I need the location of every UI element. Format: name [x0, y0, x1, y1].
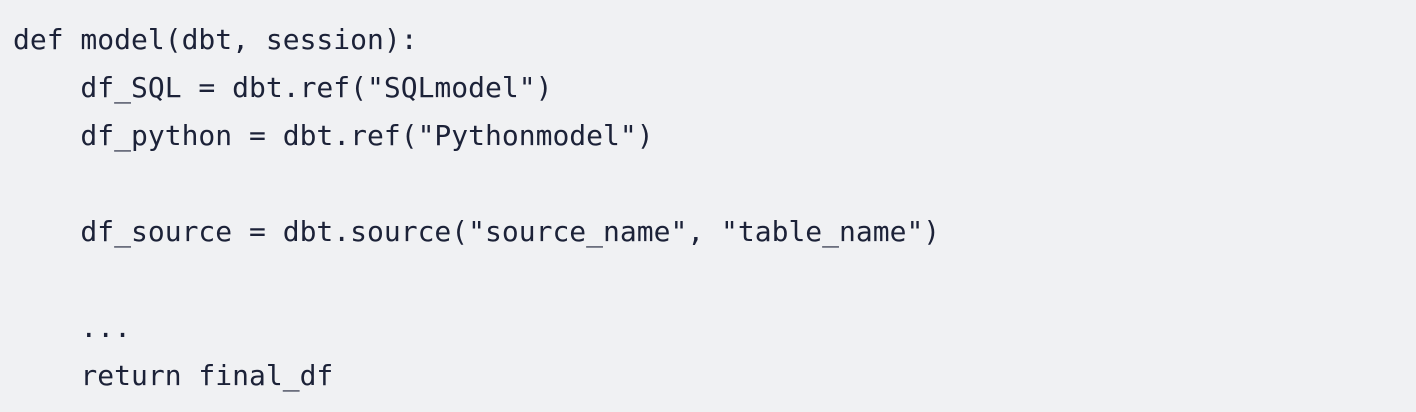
code-content: def model(dbt, session): df_SQL = dbt.re…: [13, 16, 1416, 400]
code-line-2: df_SQL = dbt.ref("SQLmodel"): [13, 71, 553, 104]
code-line-3: df_python = dbt.ref("Pythonmodel"): [13, 119, 654, 152]
code-line-5: df_source = dbt.source("source_name", "t…: [13, 215, 941, 248]
code-line-8: return final_df: [13, 359, 334, 392]
code-line-1: def model(dbt, session):: [13, 23, 418, 56]
code-line-6: [13, 256, 1416, 304]
code-line-4: [13, 160, 1416, 208]
code-line-7: ...: [13, 311, 132, 344]
